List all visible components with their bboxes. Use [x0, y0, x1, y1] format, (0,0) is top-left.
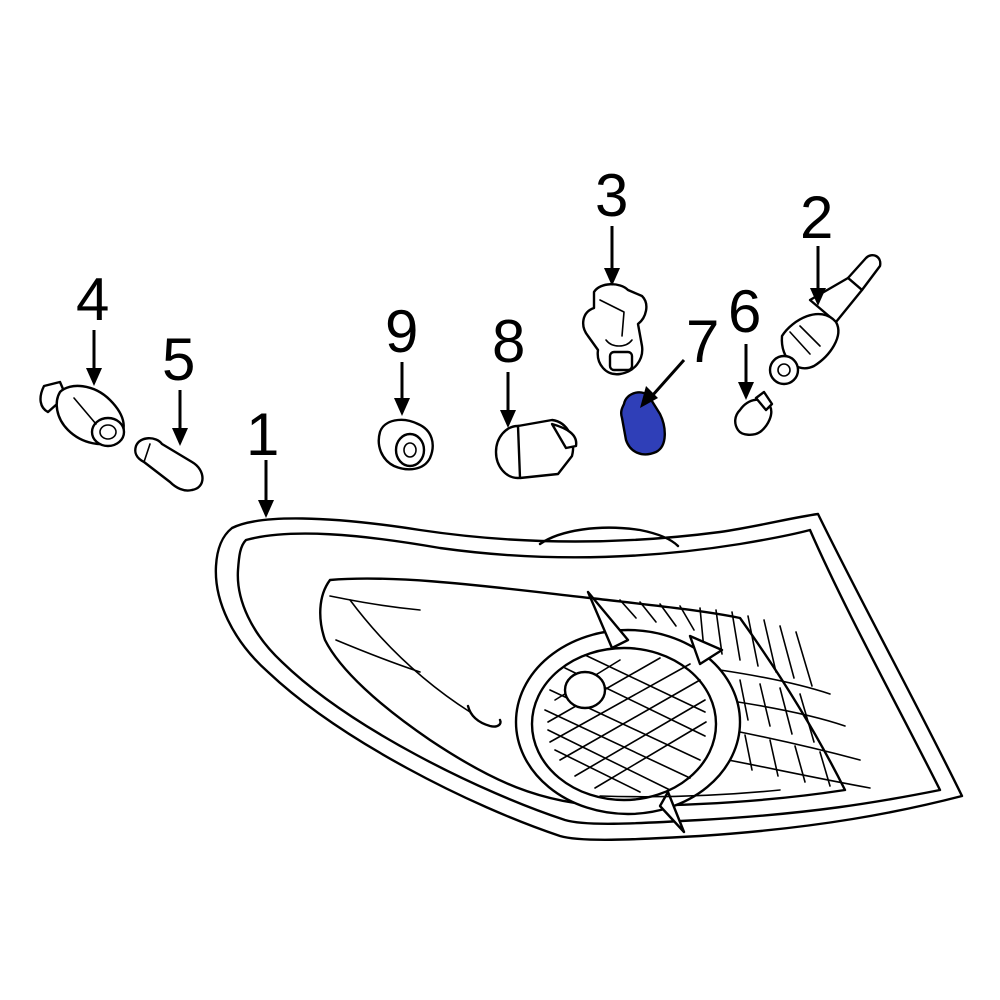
retainer-clip-8[interactable] [494, 418, 578, 480]
bulb-5[interactable] [134, 437, 204, 492]
bulb-socket-4[interactable] [39, 380, 126, 448]
callout-5: 5 [162, 326, 195, 393]
bulb-6[interactable] [734, 390, 774, 436]
callout-7: 7 [686, 308, 719, 375]
reflector-ribs [619, 599, 871, 789]
callout-3: 3 [595, 162, 628, 229]
callout-2: 2 [800, 184, 833, 251]
callout-arrows [86, 226, 826, 518]
callout-4: 4 [76, 266, 109, 333]
socket-with-bulb-2[interactable] [768, 254, 882, 386]
callout-6: 6 [728, 278, 761, 345]
callout-1: 1 [246, 401, 279, 468]
nut-9[interactable] [377, 418, 434, 471]
callout-9: 9 [385, 298, 418, 365]
callout-8: 8 [492, 308, 525, 375]
tail-lamp-assembly[interactable] [214, 512, 964, 841]
bulb-7-highlighted[interactable] [619, 391, 666, 456]
bulb-socket-3[interactable] [582, 283, 648, 376]
